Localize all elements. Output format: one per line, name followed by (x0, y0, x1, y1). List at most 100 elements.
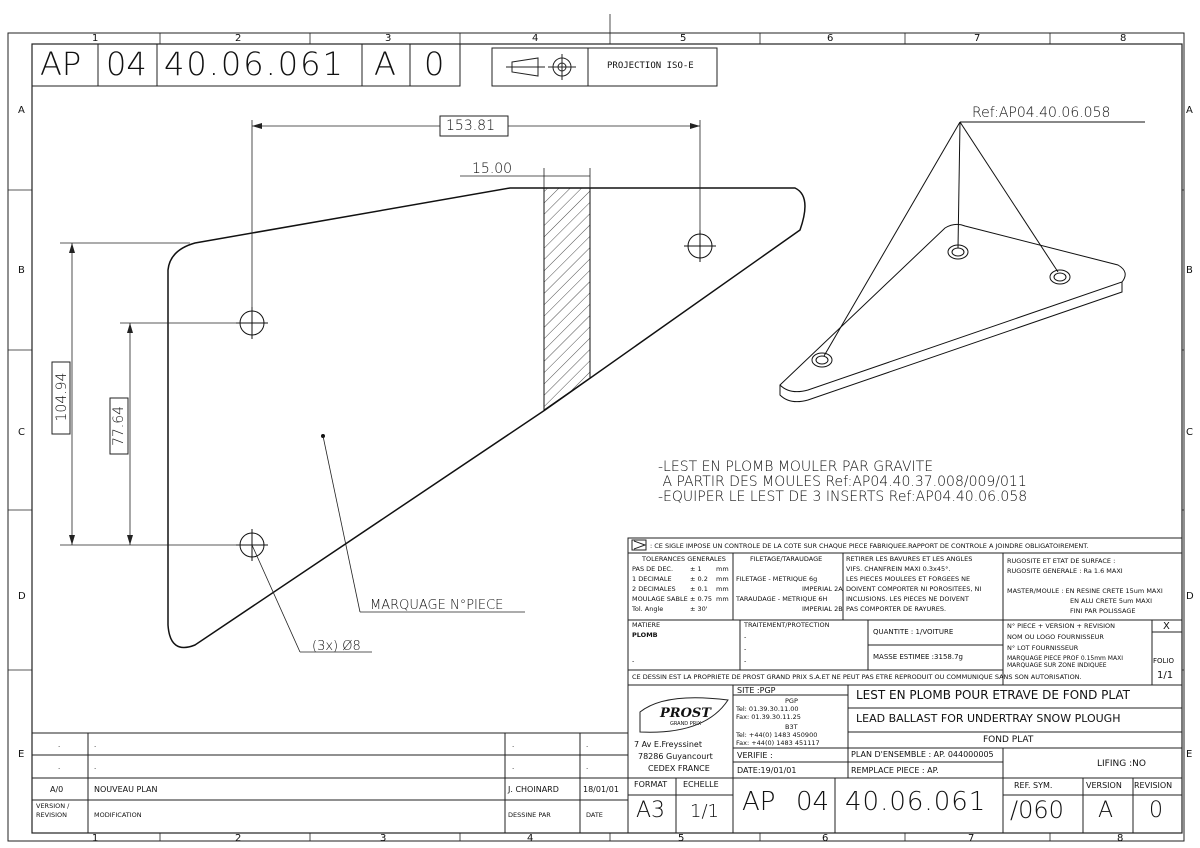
treatment-label: TRAITEMENT/PROTECTION (744, 621, 830, 629)
header-part-number: 40.06.061 (164, 45, 345, 83)
site-label: SITE :PGP (737, 686, 776, 695)
row-label: B (1186, 265, 1193, 276)
threading-row: FILETAGE - METRIQUE 6g (736, 575, 818, 583)
tol-value: ± 0.1 (690, 585, 708, 593)
col-label: 2 (235, 833, 242, 844)
row-label: A (1186, 105, 1193, 116)
revision-cell: 18/01/01 (583, 785, 619, 794)
control-sign-note: : CE SIGLE IMPOSE UN CONTROLE DE LA COTE… (650, 542, 1089, 550)
address-line: 7 Av E.Freyssinet (634, 740, 702, 749)
dimension-lines (60, 120, 701, 653)
revision-cell: . (586, 741, 589, 749)
revision-cell: J. CHOINARD (508, 785, 559, 794)
tolerances-title: TOLERANCES GENERALES (642, 555, 726, 563)
note-line-3: -EQUIPER LE LEST DE 3 INSERTS Ref:AP04.4… (658, 489, 1028, 505)
address-line: 78286 Guyancourt (638, 752, 713, 761)
header-boxes (31, 43, 718, 87)
row-label: D (18, 591, 26, 602)
tol-unit: mm (716, 565, 729, 573)
revision-cell: . (58, 741, 61, 749)
remplace-piece: REMPLACE PIECE : AP. (851, 766, 939, 775)
burrs-row: PAS COMPORTER DE RAYURES. (846, 605, 947, 613)
subtitle: FOND PLAT (983, 735, 1034, 745)
tol-label: Tol. Angle (632, 605, 664, 613)
revision-label: REVISION (1134, 781, 1173, 790)
part-iso-view (779, 121, 1145, 403)
col-label: 7 (974, 33, 981, 44)
row-label: A (18, 105, 25, 116)
mass-estimate: MASSE ESTIMEE :3158.7g (873, 653, 963, 661)
material-label: MATIERE (632, 621, 661, 629)
note-line-2: A PARTIR DES MOULES Ref:AP04.40.37.008/0… (658, 474, 1027, 490)
dim-width-total: 153.81 (446, 118, 495, 134)
col-label: 8 (1117, 833, 1124, 844)
col-label: 1 (92, 833, 99, 844)
site-pgp-fax: Fax: 01.39.30.11.25 (736, 713, 801, 721)
treatment-value: - (744, 633, 747, 641)
revision-cell: . (94, 741, 97, 749)
site-pgp-tel: Tel: 01.39.30.11.00 (736, 705, 799, 713)
lifing: LIFING :NO (1097, 759, 1146, 769)
format-value: A3 (636, 798, 666, 823)
col-label: 5 (680, 33, 687, 44)
tol-label: PAS DE DEC. (632, 565, 674, 573)
col-label: 5 (678, 833, 685, 844)
revision-cell: . (512, 741, 515, 749)
tol-label: MOULAGE SABLE (632, 595, 688, 603)
revision-table-grid (32, 732, 628, 833)
echelle-label: ECHELLE (683, 780, 719, 789)
ref-sym-label: REF. SYM. (1014, 781, 1053, 790)
control-sign-icon (631, 539, 647, 551)
revision-cell: . (94, 763, 97, 771)
plan-ensemble: PLAN D'ENSEMBLE : AP. 044000005 (851, 750, 994, 759)
bottom-version: A (1098, 798, 1114, 823)
quantity: QUANTITE : 1/VOITURE (873, 628, 954, 636)
threading-title: FILETAGE/TARAUDAGE (750, 555, 823, 563)
tol-unit: mm (716, 575, 729, 583)
format-label: FORMAT (634, 780, 668, 789)
row-label: E (18, 749, 25, 760)
projection-label: PROJECTION ISO-E (607, 61, 694, 71)
dim-height-total: 104.94 (54, 372, 70, 422)
burrs-row: DOIVENT COMPORTER NI POROSITEES, NI (846, 585, 982, 593)
rev-header-modification: MODIFICATION (94, 811, 142, 819)
projection-symbol (506, 54, 576, 80)
prost-logo-sub: GRAND PRIX (670, 721, 702, 727)
tol-unit: mm (716, 595, 729, 603)
burrs-row: INCLUSIONS. LES PIECES NE DOIVENT (846, 595, 969, 603)
row-label: E (1186, 749, 1193, 760)
marking-note: MARQUAGE N°PIECE (370, 598, 504, 613)
bottom-code-04: 04 (796, 787, 830, 817)
prost-logo-icon (639, 697, 729, 733)
marking-row: MARQUAGE PIECE PROF 0.15mm MAXI (1007, 655, 1123, 662)
marking-row: MARQUAGE SUR ZONE INDIQUEE (1007, 662, 1107, 669)
tol-label: 2 DECIMALES (632, 585, 676, 593)
marking-row: N° PIECE + VERSION + REVISION (1007, 622, 1116, 630)
col-label: 3 (380, 833, 387, 844)
roughness-row: RUGOSITE ET ETAT DE SURFACE : (1007, 557, 1116, 565)
holes-note: (3x) Ø8 (312, 639, 361, 654)
header-code-04: 04 (106, 45, 147, 83)
col-label: 6 (827, 33, 834, 44)
property-note: CE DESSIN EST LA PROPRIETE DE PROST GRAN… (632, 673, 1082, 681)
site-b3t: B3T (785, 723, 798, 731)
verifie-label: VERIFIE : (737, 751, 773, 760)
rev-header-version: VERSION / (36, 802, 70, 810)
header-code-ap: AP (40, 45, 82, 83)
dimension-boxes (51, 115, 509, 455)
col-label: 2 (235, 33, 242, 44)
revision-cell: . (512, 763, 515, 771)
material-dash: - (632, 657, 635, 665)
part-front-view (167, 187, 806, 649)
folio-label: FOLIO (1153, 657, 1175, 665)
tol-value: ± 1 (690, 565, 702, 573)
treatment-value: - (744, 657, 747, 665)
threading-row: TARAUDAGE - METRIQUE 6H (736, 595, 828, 603)
title-en: LEAD BALLAST FOR UNDERTRAY SNOW PLOUGH (856, 712, 1121, 725)
col-label: 3 (385, 33, 392, 44)
site-b3t-tel: Tel: +44(0) 1483 450900 (736, 731, 818, 739)
row-label: B (18, 265, 25, 276)
version-label: VERSION (1086, 781, 1122, 790)
dim-height-holes: 77.64 (111, 405, 127, 447)
echelle-value: 1/1 (690, 801, 719, 822)
